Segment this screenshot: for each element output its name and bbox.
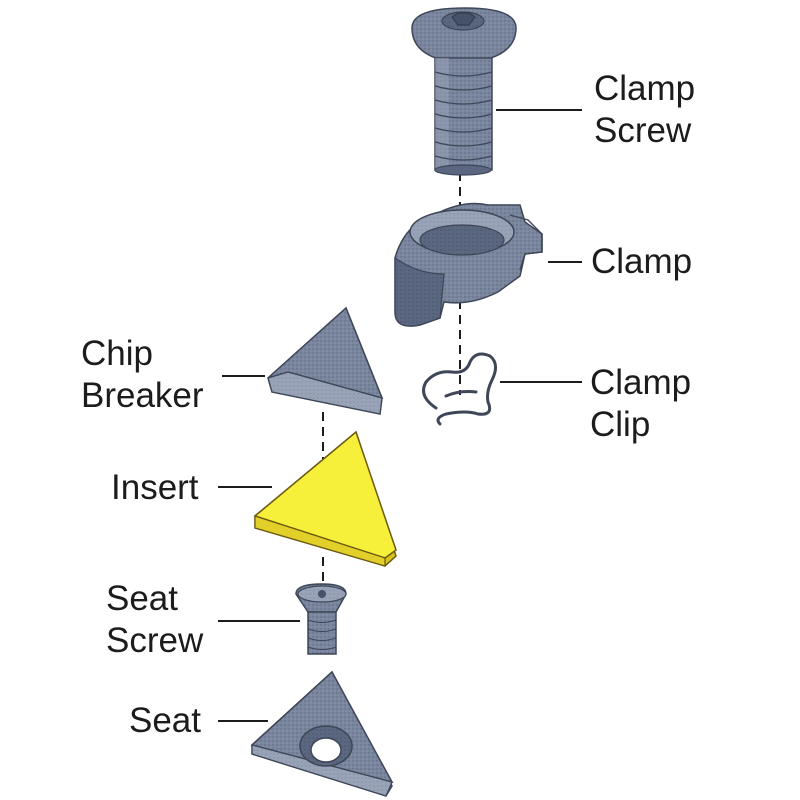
- chip-breaker-label-line1: Chip: [81, 334, 153, 373]
- seat-screw-part: [295, 583, 347, 655]
- chip-breaker-label-line2: Breaker: [81, 376, 204, 415]
- clamp-clip-label: Clamp Clip: [590, 362, 691, 446]
- leader-lines: [218, 109, 582, 722]
- clamp-clip-label-line2: Clip: [590, 405, 651, 444]
- seat-screw-label-line2: Screw: [106, 621, 204, 660]
- insert-part: [253, 430, 397, 567]
- clamp-screw-label-line2: Screw: [594, 111, 692, 150]
- clamp-screw-label: Clamp Screw: [594, 68, 695, 152]
- clamp-label: Clamp: [591, 242, 693, 281]
- clamp-part: [394, 202, 543, 327]
- clamp-screw-label-line1: Clamp: [594, 69, 696, 108]
- clamp-screw-part: [411, 7, 517, 176]
- insert-label: Insert: [111, 468, 199, 507]
- seat-label: Seat: [129, 701, 201, 740]
- chip-breaker-part: [267, 306, 384, 415]
- seat-screw-label-line1: Seat: [106, 579, 178, 618]
- seat-screw-label: Seat Screw: [106, 578, 203, 662]
- clamp-clip-part: [422, 352, 497, 426]
- chip-breaker-label: Chip Breaker: [81, 333, 204, 417]
- seat-part: [250, 670, 394, 797]
- clamp-clip-label-line1: Clamp: [590, 363, 692, 402]
